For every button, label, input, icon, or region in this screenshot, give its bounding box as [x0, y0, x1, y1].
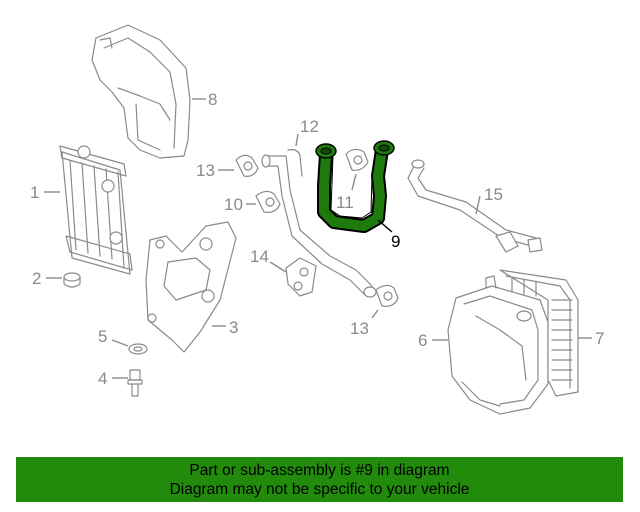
leader-9 — [377, 219, 393, 233]
callout-6: 6 — [418, 331, 427, 350]
part-2-grommet — [63, 272, 81, 288]
part-7-air-filter — [499, 269, 579, 397]
part-12-coolant-pipe — [261, 149, 377, 298]
callout-12: 12 — [300, 117, 319, 136]
banner-line-1: Part or sub-assembly is #9 in diagram — [189, 462, 450, 479]
leader-11 — [351, 173, 357, 191]
callout-7: 7 — [595, 329, 604, 348]
callout-1: 1 — [30, 183, 39, 202]
leader-15 — [475, 195, 481, 215]
part-1-cooler — [59, 145, 133, 275]
part-11-clamp — [345, 148, 369, 171]
callout-9: 9 — [391, 232, 400, 251]
callout-11: 11 — [336, 193, 354, 212]
leader-14 — [269, 261, 287, 273]
callout-13b: 13 — [350, 319, 369, 338]
leader-5 — [111, 339, 129, 347]
part-4-bolt — [127, 369, 143, 397]
callout-5: 5 — [98, 327, 107, 346]
part-3-bracket — [145, 221, 237, 353]
leader-13b — [371, 309, 379, 319]
part-info-banner: Part or sub-assembly is #9 in diagram Di… — [16, 457, 623, 502]
part-13-clamp-lower — [375, 284, 399, 307]
part-10-clamp — [255, 190, 281, 213]
callout-15: 15 — [484, 185, 503, 204]
callout-10: 10 — [224, 195, 243, 214]
callout-2: 2 — [32, 269, 41, 288]
part-8-air-duct — [91, 24, 191, 159]
part-14-clip — [285, 257, 317, 297]
banner-line-2: Diagram may not be specific to your vehi… — [169, 481, 470, 498]
part-9-hose-highlighted — [315, 140, 395, 233]
leader-12 — [295, 133, 299, 147]
callout-13a: 13 — [196, 161, 215, 180]
callout-4: 4 — [98, 369, 107, 388]
callout-14: 14 — [250, 247, 269, 266]
part-5-washer — [128, 343, 148, 355]
callout-3: 3 — [229, 318, 238, 337]
part-6-air-box — [447, 275, 549, 415]
callout-8: 8 — [208, 90, 217, 109]
part-13-clamp-upper — [235, 154, 259, 177]
part-15-pipe — [407, 159, 543, 253]
